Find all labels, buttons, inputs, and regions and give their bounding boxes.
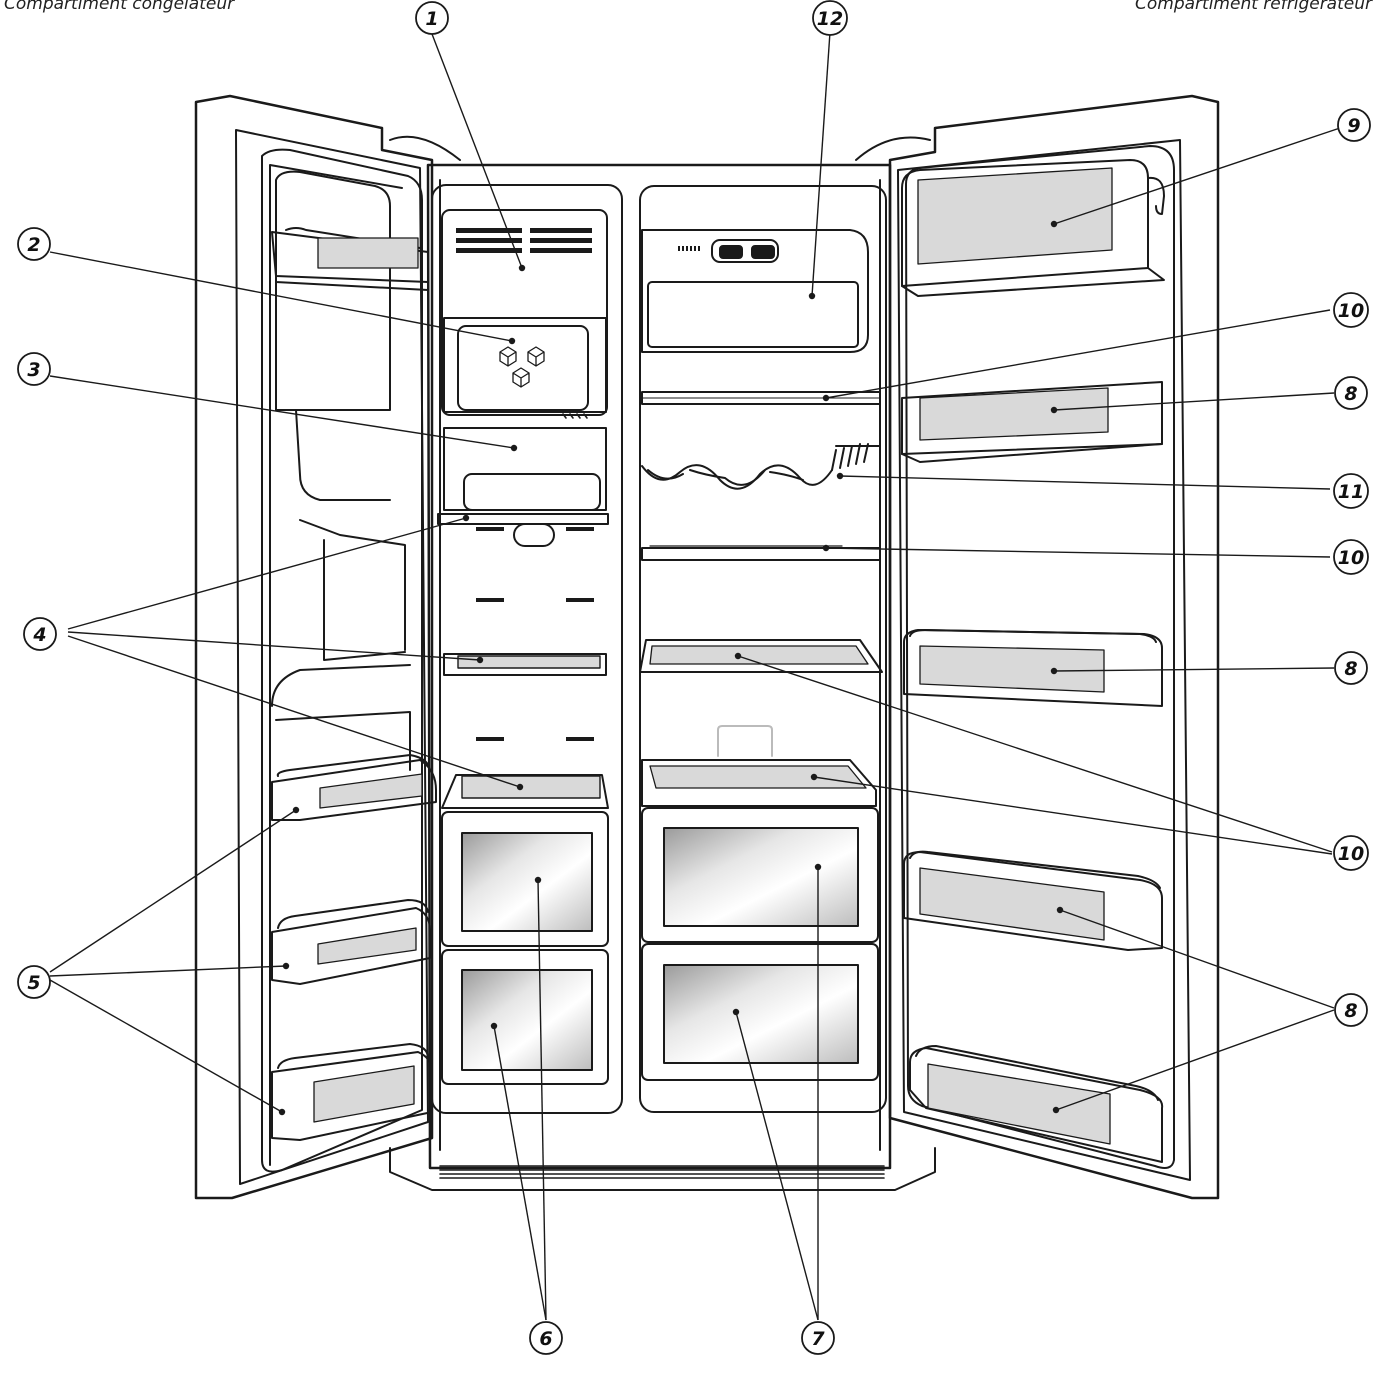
- svg-text:11: 11: [1338, 481, 1364, 503]
- leader-dots: [278, 220, 1064, 1116]
- svg-text:12: 12: [817, 8, 843, 30]
- callout-12: 12: [812, 0, 848, 36]
- fridge-shelf-2: [641, 545, 881, 561]
- callout-10-lower: 10: [1333, 835, 1369, 871]
- freezer-drawer-upper: [441, 811, 609, 947]
- freezer-door: [194, 94, 437, 1200]
- svg-text:4: 4: [32, 624, 46, 646]
- freezer-door-bin-top: [271, 227, 429, 291]
- fridge-door-bin-3: [903, 850, 1163, 951]
- freezer-compartment-heading: Compartiment congélateur: [4, 0, 235, 14]
- svg-text:3: 3: [27, 359, 40, 381]
- fridge-door: [888, 94, 1220, 1200]
- ice-cubes-icon: [499, 346, 545, 388]
- callout-11: 11: [1333, 473, 1369, 509]
- freezer-door-bin-3: [271, 1043, 433, 1141]
- fridge-door-bin-4: [909, 1045, 1164, 1163]
- svg-text:1: 1: [425, 8, 438, 30]
- svg-text:8: 8: [1344, 383, 1357, 405]
- fridge-door-dairy-bin: [901, 159, 1165, 297]
- crisper-drawer-upper: [641, 807, 879, 943]
- ice-maker: [441, 209, 608, 416]
- callout-10-top: 10: [1333, 292, 1369, 328]
- callout-10-middle: 10: [1333, 539, 1369, 575]
- fridge-interior: [639, 185, 887, 1113]
- freezer-shelf-3: [441, 774, 609, 809]
- callout-4: 4: [23, 617, 57, 651]
- callout-8-middle: 8: [1334, 651, 1368, 685]
- svg-text:10: 10: [1338, 547, 1364, 569]
- callout-8-lower: 8: [1334, 993, 1368, 1027]
- fridge-shelf-4: [641, 759, 877, 807]
- callout-3: 3: [17, 352, 51, 386]
- callout-8-upper: 8: [1334, 376, 1368, 410]
- callout-7: 7: [801, 1321, 835, 1355]
- svg-text:7: 7: [811, 1328, 825, 1350]
- fridge-door-bin-2: [903, 629, 1163, 707]
- svg-text:5: 5: [27, 972, 40, 994]
- callouts: 1 2 3 4 5 6 7 8 8 8 9 10 10 10 11 12: [17, 0, 1371, 1355]
- svg-text:10: 10: [1338, 300, 1364, 322]
- freezer-interior: [431, 184, 623, 1114]
- callout-5: 5: [17, 965, 51, 999]
- fridge-shelf-1: [641, 391, 881, 405]
- callout-9: 9: [1337, 108, 1371, 142]
- svg-text:6: 6: [539, 1328, 552, 1350]
- fridge-door-bin-1: [901, 381, 1163, 463]
- svg-text:8: 8: [1344, 658, 1357, 680]
- ice-maker-vent: [456, 228, 592, 253]
- crisper-drawer-lower: [641, 943, 879, 1081]
- wine-rack: [641, 443, 881, 490]
- ice-tray: [443, 427, 607, 511]
- leader-lines: [49, 31, 1341, 1321]
- callout-2: 2: [17, 227, 51, 261]
- control-panel: [641, 229, 869, 353]
- freezer-shelf-2: [443, 653, 607, 676]
- kickplate-grille: [439, 1165, 885, 1179]
- callout-6: 6: [529, 1321, 563, 1355]
- svg-text:8: 8: [1344, 1000, 1357, 1022]
- svg-text:9: 9: [1347, 115, 1360, 137]
- freezer-drawer-lower: [441, 949, 609, 1085]
- fridge-shelf-3: [639, 639, 883, 673]
- svg-text:10: 10: [1338, 843, 1364, 865]
- ice-bin: [443, 317, 607, 419]
- fridge-compartment-heading: Compartiment réfrigérateur: [1135, 0, 1372, 14]
- freezer-door-bin-1: [271, 754, 437, 821]
- freezer-shelf-1: [437, 513, 609, 741]
- callout-1: 1: [415, 1, 449, 35]
- cabinet: [389, 135, 936, 1191]
- freezer-door-bin-2: [271, 899, 431, 985]
- svg-text:2: 2: [27, 234, 40, 256]
